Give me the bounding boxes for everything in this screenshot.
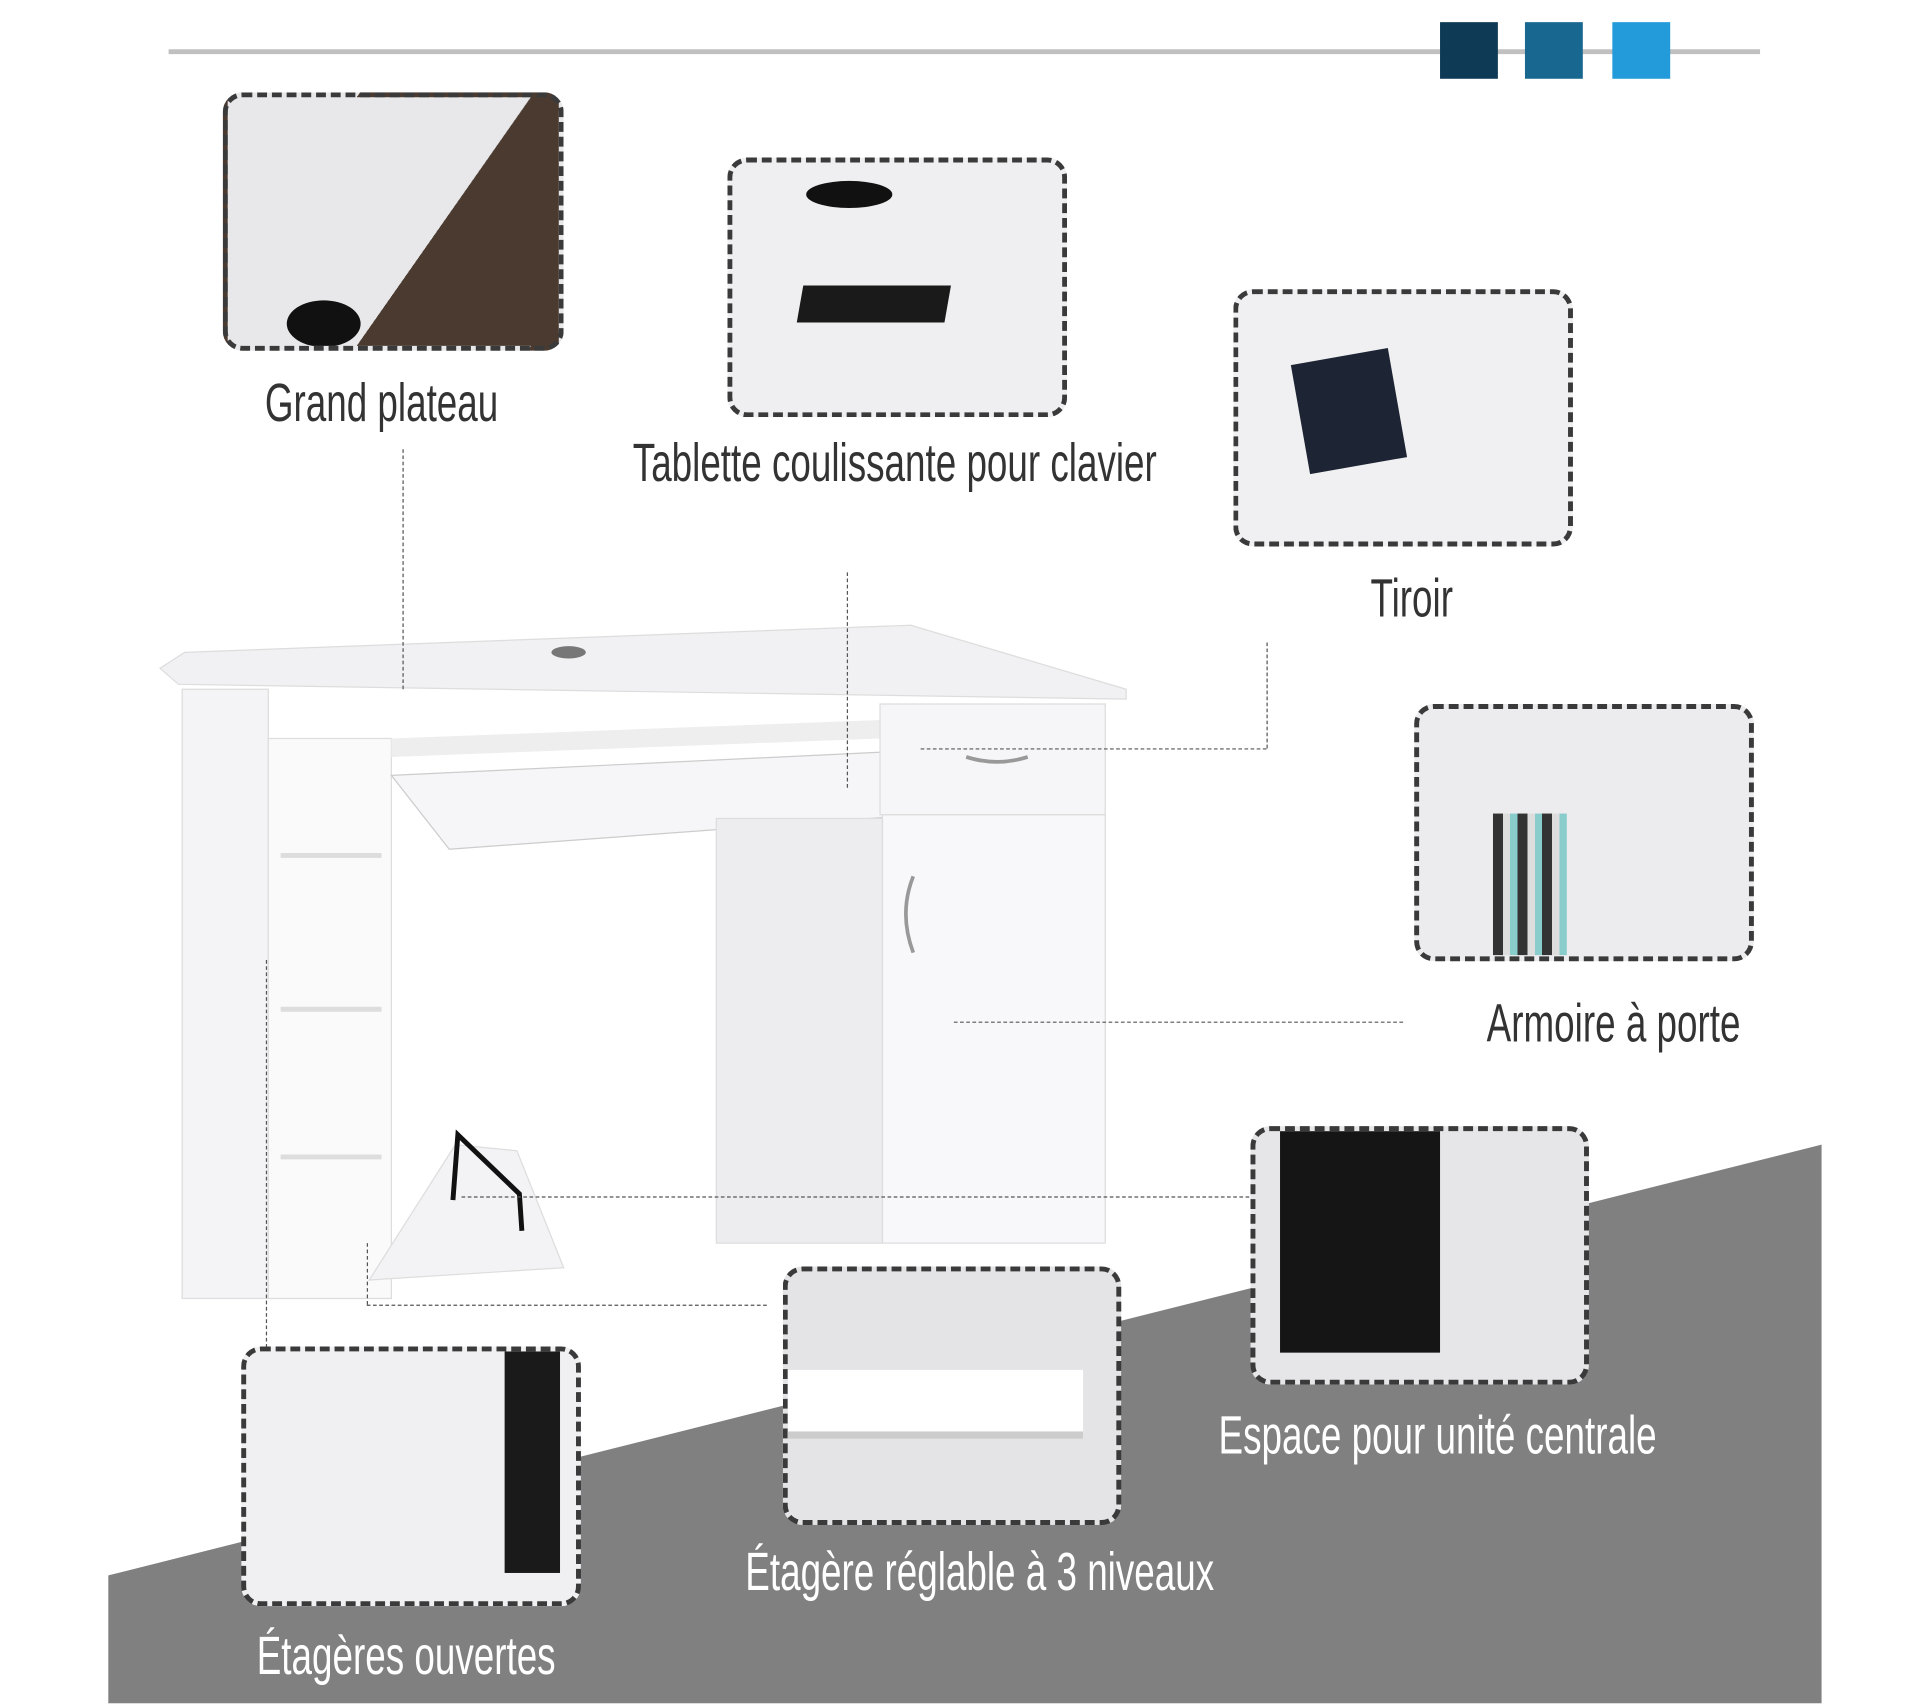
- photo-desktop-top: [222, 92, 564, 351]
- swatch-dark: [1440, 22, 1498, 79]
- photo-cabinet: [1414, 704, 1754, 962]
- cpu-tower-icon: [1280, 1131, 1441, 1353]
- leader-line: [920, 748, 1267, 750]
- feature-label: Espace pour unité centrale: [1218, 1405, 1657, 1466]
- notebook-icon: [1290, 347, 1408, 475]
- feature-label: Armoire à porte: [1486, 993, 1741, 1054]
- photo-open-shelves: [241, 1346, 581, 1607]
- feature-label: Étagères ouvertes: [256, 1625, 556, 1687]
- swatch-medium: [1524, 22, 1583, 79]
- leader-line: [953, 1021, 1404, 1023]
- leader-line: [461, 1196, 1250, 1198]
- keyboard-icon: [796, 285, 951, 323]
- leader-line: [402, 449, 404, 690]
- photo-adjustable-shelf: [782, 1266, 1122, 1525]
- mouse-icon: [286, 300, 361, 346]
- leader-line: [366, 1304, 767, 1306]
- feature-label: Grand plateau: [264, 372, 499, 434]
- leader-line: [366, 1243, 369, 1305]
- feature-label: Tablette coulissante pour clavier: [632, 433, 1157, 494]
- feature-label: Étagère réglable à 3 niveaux: [745, 1542, 1215, 1603]
- photo-drawer: [1233, 289, 1573, 547]
- leader-line: [1266, 642, 1268, 749]
- photo-keyboard-tray: [727, 157, 1068, 418]
- swatch-light: [1612, 22, 1671, 79]
- leader-line: [846, 572, 849, 788]
- feature-label: Tiroir: [1370, 568, 1453, 629]
- photo-cpu-space: [1250, 1126, 1589, 1385]
- leader-line: [265, 960, 268, 1348]
